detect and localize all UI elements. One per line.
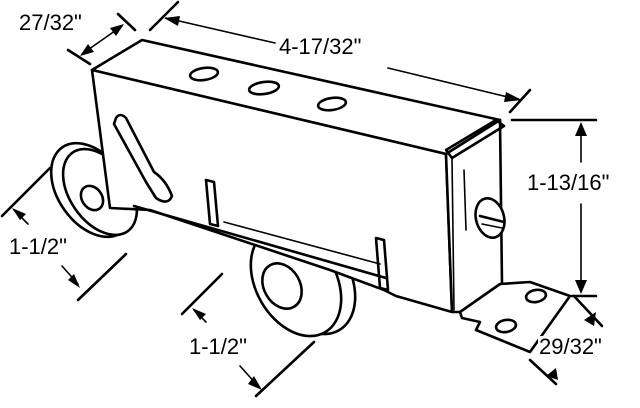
dim-depth-line	[66, 12, 137, 66]
rear-wheel-dimension-label: 1-1/2"	[188, 334, 248, 359]
length-dimension-label: 4-17/32"	[278, 34, 363, 59]
dim-height-line	[510, 118, 598, 298]
dim-bracket-line	[528, 294, 604, 386]
adjust-screw	[474, 197, 506, 239]
height-dimension-label: 1-13/16"	[526, 170, 611, 195]
bracket-dimension-label: 29/32"	[538, 334, 603, 359]
depth-dimension-label: 27/32"	[18, 10, 83, 35]
housing	[90, 38, 506, 314]
front-wheel-dimension-label: 1-1/2"	[8, 234, 68, 259]
dim-length-line	[148, 0, 532, 114]
dim-front-wheel-line	[0, 166, 128, 302]
mounting-bracket	[458, 280, 572, 354]
dim-rear-wheel-line	[180, 272, 316, 398]
